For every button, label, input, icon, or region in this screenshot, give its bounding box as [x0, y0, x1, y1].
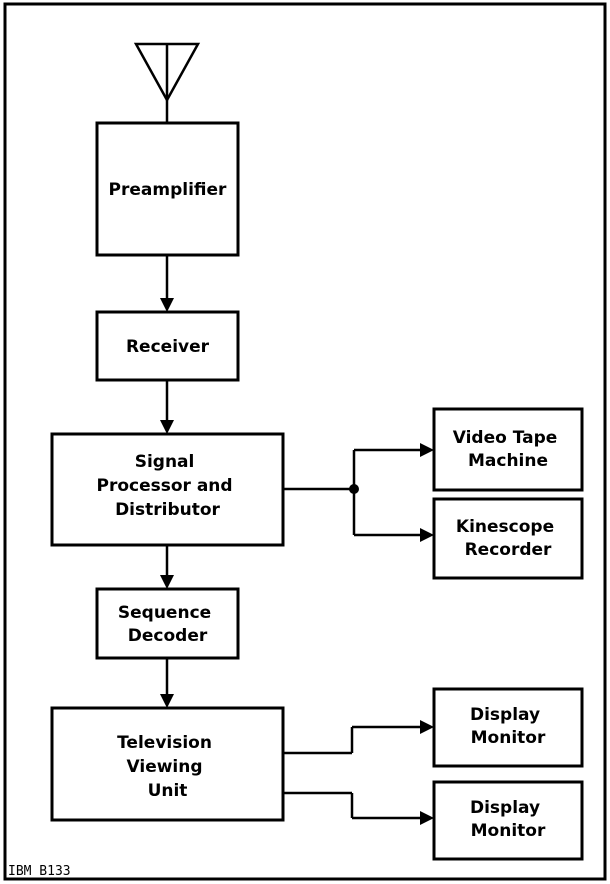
- block-label-line: Video Tape: [453, 428, 558, 448]
- svg-text:Kinescope Recorder: Kinescope Recorder: [456, 517, 560, 560]
- svg-text:Sequence Decoder: Sequence Decoder: [118, 603, 217, 646]
- block-label-line: Distributor: [115, 500, 220, 520]
- block-label-line: Unit: [148, 781, 188, 801]
- block-label-line: Monitor: [471, 821, 546, 841]
- block-preamplifier: Preamplifier: [95, 121, 240, 257]
- svg-text:Signal Processor and: Signal Processor and Distributor: [96, 452, 238, 520]
- svg-text:Receiver: Receiver: [126, 337, 210, 357]
- svg-text:Display Monitor: Display Monitor: [470, 705, 546, 748]
- block-label-line: Receiver: [126, 337, 210, 357]
- block-label-line: Television: [117, 733, 212, 753]
- block-label-line: Display: [470, 798, 540, 818]
- block-label-line: Kinescope: [456, 517, 554, 537]
- block-label-line: Monitor: [471, 728, 546, 748]
- connectors: [160, 255, 434, 825]
- block-signal-processor: Signal Processor and Distributor: [50, 432, 285, 547]
- block-receiver: Receiver: [95, 310, 240, 382]
- svg-text:Display Monitor: Display Monitor: [470, 798, 546, 841]
- svg-text:Preamplifier: Preamplifier: [109, 180, 228, 200]
- block-label-line: Decoder: [128, 626, 208, 646]
- block-tv-viewing-unit: Television Viewing Unit: [50, 706, 285, 822]
- block-label-line: Processor and: [96, 476, 232, 496]
- block-sequence-decoder: Sequence Decoder: [95, 587, 240, 660]
- block-kinescope-recorder: Kinescope Recorder: [432, 497, 584, 580]
- figure-caption: IBM B133: [8, 864, 71, 879]
- svg-text:Video Tape Machine: Video Tape Machine: [453, 428, 563, 471]
- block-label-line: Machine: [468, 451, 548, 471]
- block-label-line: Sequence: [118, 603, 211, 623]
- block-label-line: Signal: [135, 452, 195, 472]
- block-display-monitor-1: Display Monitor: [432, 687, 584, 768]
- block-display-monitor-2: Display Monitor: [432, 780, 584, 861]
- block-video-tape-machine: Video Tape Machine: [432, 407, 584, 492]
- svg-text:Television Viewing: Television Viewing Unit: [117, 733, 218, 801]
- block-label-line: Preamplifier: [109, 180, 228, 200]
- antenna-icon: [133, 42, 201, 123]
- block-label-line: Display: [470, 705, 540, 725]
- outer-frame: [3, 2, 607, 881]
- block-label-line: Viewing: [127, 757, 203, 777]
- block-label-line: Recorder: [465, 540, 552, 560]
